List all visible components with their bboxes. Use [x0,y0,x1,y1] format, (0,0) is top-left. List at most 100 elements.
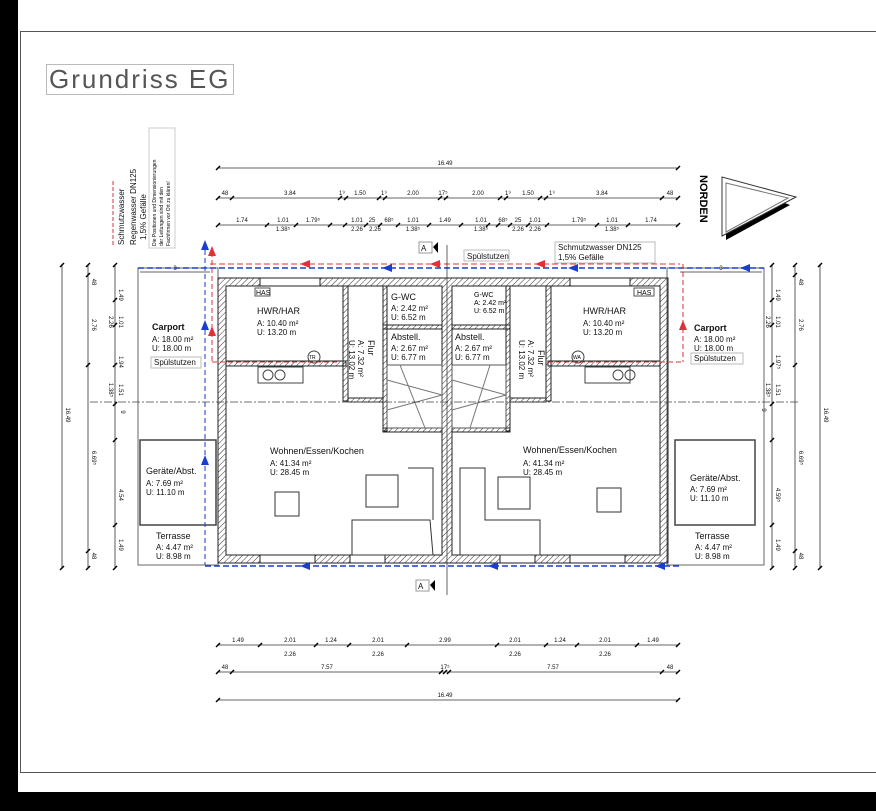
dimension-label: 1.24 [325,638,337,644]
svg-text:Geräte/Abst.: Geräte/Abst. [146,466,197,476]
dimension-tick [363,222,369,228]
dimension-tick [769,362,775,368]
svg-text:A: 4.47 m²: A: 4.47 m² [695,543,732,552]
black-margin-bottom [0,792,876,811]
dimension-tick [485,222,491,228]
dimension-tick [659,195,665,201]
dimension-label: 2.26 [512,227,524,233]
dimension-tick [377,222,383,228]
dimension-label: 9 [760,408,766,412]
dimension-label: 1.38⁵ [605,226,620,233]
dimension-label: 1.74 [236,218,248,224]
svg-text:Carport: Carport [152,322,185,332]
spuelstutzen-right-label: Spülstutzen [694,354,736,363]
callout-schmutzwasser: Schmutzwasser DN125 1,5% Gefälle Spülstu… [463,241,656,264]
svg-text:Terrasse: Terrasse [695,531,730,541]
dimension-tick [543,642,549,648]
dimension-tick [215,195,221,201]
dimension-label: 1.49 [232,638,244,644]
svg-text:A: 41.34 m²: A: 41.34 m² [523,459,565,468]
dimension-tick [382,195,388,201]
svg-text:A: 2.42 m²: A: 2.42 m² [474,300,507,307]
legend-schmutzwasser: Schmutzwasser [117,188,126,245]
dimension-label: 1⁹ [505,190,511,197]
dimension-tick [112,437,118,443]
dimension-label: 2.00 [472,191,484,197]
washer-label-right: WA [573,355,582,361]
svg-text:U: 8.98 m: U: 8.98 m [695,552,730,561]
dimension-label: 1.49 [647,638,659,644]
svg-text:U: 11.10 m: U: 11.10 m [690,494,729,503]
dimension-tick [215,697,221,703]
dimension-label: 2.01 [509,638,521,644]
dimension-label: 68⁵ [384,217,394,224]
dimension-tick [675,697,681,703]
dimension-label: 2.26 [369,227,381,233]
dimension-label: 3 [173,266,177,272]
dimension-label: 2.76 [797,319,803,331]
dimension-label: 1.74 [645,218,657,224]
svg-text:A: 7.32 m²: A: 7.32 m² [356,340,365,377]
dimension-tick [337,195,343,201]
dimension-label: 1.50 [354,191,366,197]
room-geraete-left: Geräte/Abst.A: 7.69 m²U: 11.10 m [146,466,197,497]
dimension-label: 1.01 [351,218,363,224]
dimension-label: 1.38⁵ [406,226,421,233]
dimension-tick [507,222,513,228]
dimension-tick [817,565,823,571]
dimension-label: 48 [667,665,674,671]
dimension-tick [112,362,118,368]
drawing-frame [20,31,876,773]
room-gwc-left: G-WCA: 2.42 m²U: 6.52 m [391,292,428,322]
svg-text:A: 4.47 m²: A: 4.47 m² [156,543,193,552]
svg-text:U: 13.20 m: U: 13.20 m [257,328,296,337]
has-label-right: HAS [637,290,652,297]
dimension-tick [85,272,91,278]
dimension-tick [264,222,270,228]
dimension-tick [458,222,464,228]
dimension-tick [675,195,681,201]
dimension-tick [229,669,235,675]
svg-text:Terrasse: Terrasse [156,531,191,541]
svg-text:U: 13.02 m: U: 13.02 m [517,340,526,379]
dimension-tick [215,222,221,228]
svg-text:U: 18.00 m: U: 18.00 m [152,344,191,353]
dimension-tick [395,222,401,228]
spuelstutzen-top-label: Spülstutzen [467,252,509,261]
dimension-label: 2.00 [407,191,419,197]
dimension-tick [376,195,382,201]
dimension-label: 48 [667,191,674,197]
dimension-label: 1.38⁵ [474,226,489,233]
dimension-label: 2.26 [284,652,296,658]
dimension-tick [792,565,798,571]
has-label-left: HAS [256,290,271,297]
dimension-tick [769,565,775,571]
room-abstell-right: Abstell.A: 2.67 m²U: 6.77 m [455,332,492,362]
svg-text:A: 2.67 m²: A: 2.67 m² [455,344,492,353]
dimension-label: 25 [515,218,522,224]
svg-text:Wohnen/Essen/Kochen: Wohnen/Essen/Kochen [523,445,617,455]
dimension-label: 7.57 [321,665,333,671]
dimension-label: 16.49 [437,161,453,167]
dimension-label: 2.26 [599,652,611,658]
dimension-label: 1⁹ [549,190,555,197]
svg-text:Flur: Flur [366,340,376,356]
svg-text:U: 11.10 m: U: 11.10 m [146,488,185,497]
dimension-label: 48 [90,279,96,286]
dimension-label: 16.49 [64,407,70,423]
dimension-label: 48 [797,279,803,286]
dimension-tick [543,195,549,201]
dimension-tick [495,222,501,228]
dimension-tick [313,642,319,648]
legend-regenwasser: Regenwasser DN125 [129,168,138,245]
dimension-label: 1.38⁵ [107,383,114,398]
dimension-tick [342,222,348,228]
